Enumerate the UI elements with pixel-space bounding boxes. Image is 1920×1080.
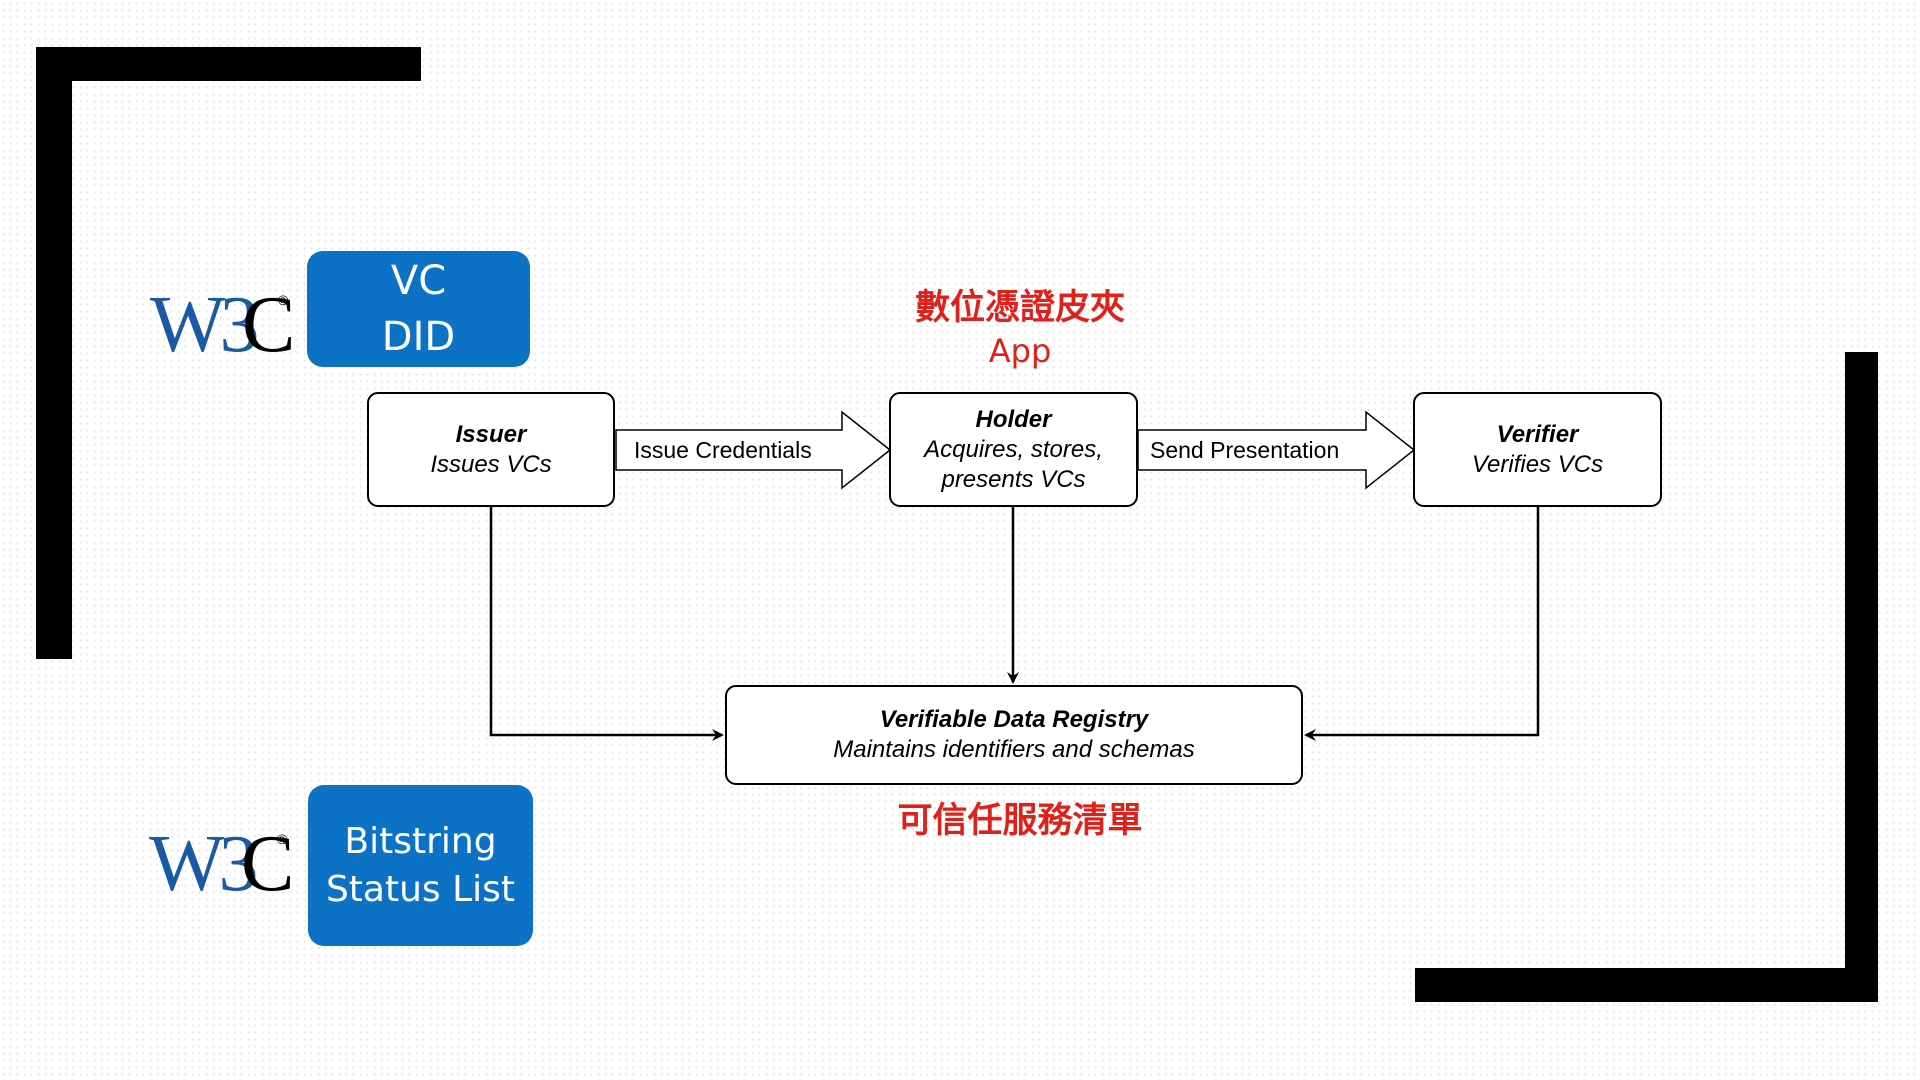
registry-annotation-zh: 可信任服務清單 xyxy=(897,801,1143,841)
frame-top-left-horizontal xyxy=(36,47,421,81)
registry-description: Maintains identifiers and schemas xyxy=(833,736,1195,763)
frame-bottom-right-horizontal xyxy=(1415,968,1878,1002)
svg-text:W3: W3 xyxy=(150,285,257,357)
issuer-node: Issuer Issues VCs xyxy=(367,392,615,507)
verifier-description: Verifies VCs xyxy=(1471,450,1604,478)
holder-node: Holder Acquires, stores, presents VCs xyxy=(889,392,1138,507)
issuer-title: Issuer xyxy=(455,420,527,448)
svg-text:C: C xyxy=(242,285,292,357)
registry-node: Verifiable Data Registry Maintains ident… xyxy=(725,685,1303,785)
frame-bottom-right-vertical xyxy=(1845,352,1878,1002)
issue-credentials-label: Issue Credentials xyxy=(632,437,814,463)
issuer-to-registry-connector xyxy=(489,506,724,741)
holder-description-line1: Acquires, stores, xyxy=(924,435,1103,463)
registry-title: Verifiable Data Registry xyxy=(879,706,1149,733)
badge-vc-label: VC xyxy=(390,258,447,304)
wallet-annotation-en: App xyxy=(988,332,1052,370)
frame-top-left-vertical xyxy=(36,47,72,659)
badge-bitstring-status-list: Bitstring Status List xyxy=(308,785,533,946)
send-presentation-label: Send Presentation xyxy=(1148,437,1342,463)
verifier-node: Verifier Verifies VCs xyxy=(1413,392,1662,507)
verifier-to-registry-connector xyxy=(1304,506,1540,741)
badge-vc-did: VC DID xyxy=(307,251,530,367)
holder-description-line2: presents VCs xyxy=(941,465,1086,493)
wallet-annotation-zh: 數位憑證皮夾 xyxy=(914,288,1125,328)
svg-text:W3: W3 xyxy=(149,824,256,896)
issuer-description: Issues VCs xyxy=(430,450,552,478)
badge-did-label: DID xyxy=(381,314,456,360)
svg-text:®: ® xyxy=(277,831,288,847)
w3c-logo-top: W3 C ® xyxy=(150,285,292,357)
w3c-logo-bottom: W3 C ® xyxy=(149,824,291,896)
verifier-title: Verifier xyxy=(1496,420,1579,448)
svg-text:®: ® xyxy=(278,292,289,308)
holder-title: Holder xyxy=(975,405,1052,433)
badge-status-list-label: Status List xyxy=(325,869,516,910)
svg-text:C: C xyxy=(241,824,291,896)
badge-bitstring-label: Bitstring xyxy=(344,821,497,862)
